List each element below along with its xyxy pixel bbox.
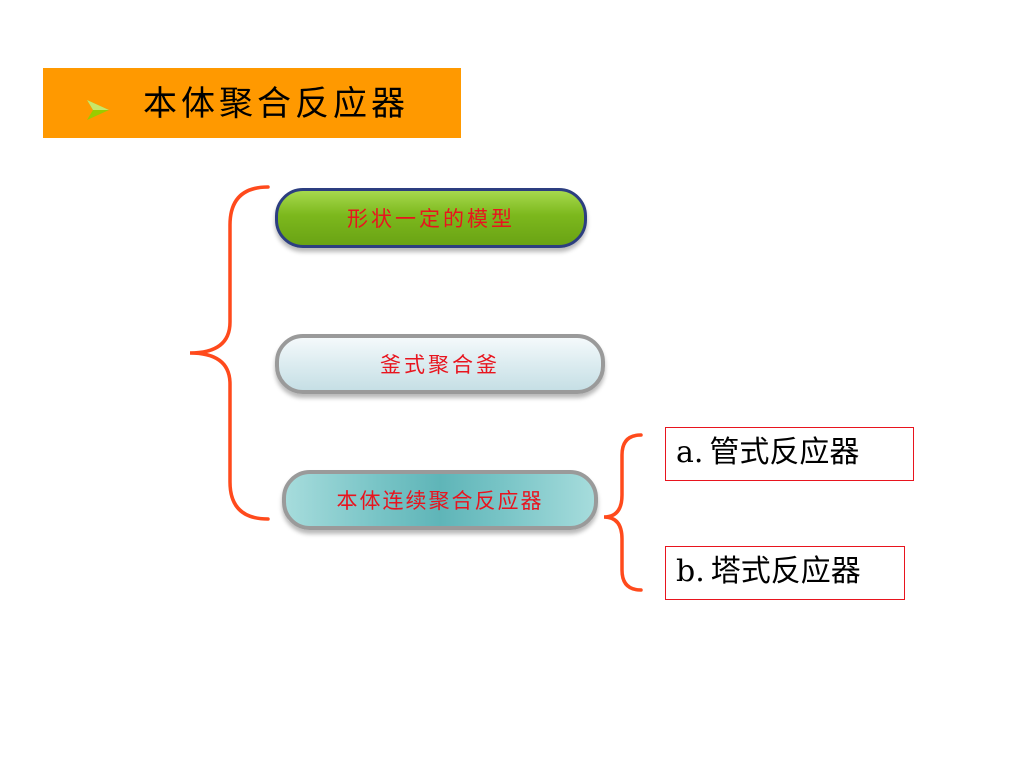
- subtype-tower-reactor: b.塔式反应器: [665, 546, 905, 600]
- category-continuous-reactor: 本体连续聚合反应器: [282, 470, 598, 530]
- subtype-b-label: 塔式反应器: [710, 554, 861, 589]
- subtype-tube-reactor: a.管式反应器: [665, 427, 914, 481]
- subtype-a-label: 管式反应器: [709, 435, 860, 470]
- subtype-a-prefix: a.: [676, 435, 704, 470]
- page-title: 本体聚合反应器: [143, 84, 409, 124]
- main-brace: [189, 185, 270, 521]
- bullet-arrow-icon: [87, 100, 109, 120]
- category-kettle-reactor: 釜式聚合釜: [275, 334, 605, 394]
- subtype-b-prefix: b.: [676, 554, 705, 589]
- sub-brace: [603, 433, 643, 592]
- title-bar: 本体聚合反应器: [43, 68, 461, 138]
- category-shape-model: 形状一定的模型: [275, 188, 587, 248]
